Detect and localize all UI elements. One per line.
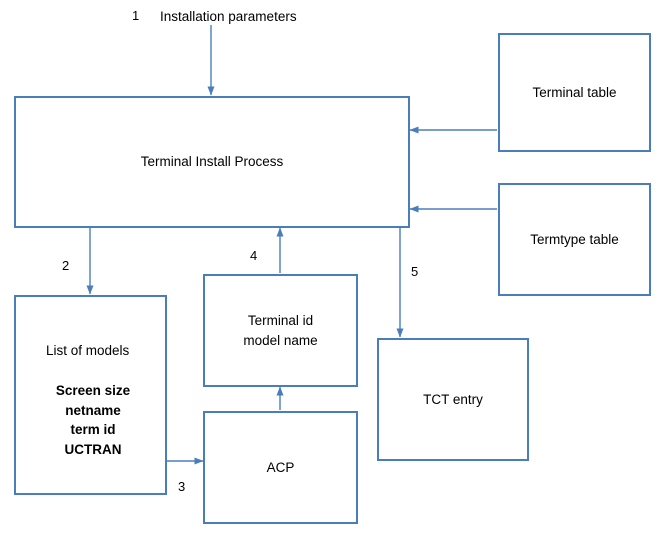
edge-number-4: 4: [250, 248, 258, 263]
box-list-of-models[interactable]: [14, 295, 167, 495]
edge-number-3: 3: [178, 479, 186, 494]
box-terminal-install-process-label: Terminal Install Process: [140, 154, 284, 170]
edge-number-5: 5: [411, 264, 419, 279]
box-terminal-install-process[interactable]: Terminal Install Process: [14, 96, 410, 228]
box-termtype-table[interactable]: Termtype table: [498, 183, 651, 296]
box-terminal-id-model-name[interactable]: Terminal id model name: [203, 274, 358, 387]
box-tct-entry-label: TCT entry: [423, 391, 483, 407]
edge-number-2: 2: [62, 258, 70, 273]
box-acp-label: ACP: [266, 459, 295, 475]
edge-number-1: 1: [132, 8, 140, 23]
box-terminal-id-model-name-label: Terminal id model name: [243, 312, 318, 348]
box-termtype-table-label: Termtype table: [530, 231, 619, 247]
box-tct-entry[interactable]: TCT entry: [377, 338, 529, 461]
box-terminal-table-label: Terminal table: [532, 84, 617, 100]
box-terminal-table[interactable]: Terminal table: [498, 33, 651, 152]
box-list-of-models-label: List of models: [46, 343, 130, 358]
list-of-models-details: Screen size netname term id UCTRAN: [55, 383, 131, 457]
installation-parameters-label: Installation parameters: [160, 9, 297, 24]
box-acp[interactable]: ACP: [203, 411, 358, 524]
